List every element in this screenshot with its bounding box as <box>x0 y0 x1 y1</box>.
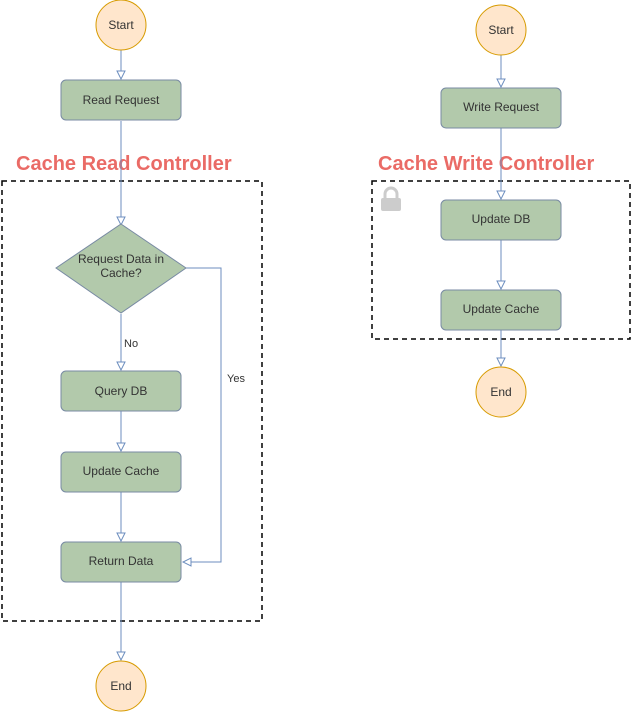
write-update-cache-label: Update Cache <box>463 302 540 316</box>
write-update-cache-node[interactable]: Update Cache <box>440 289 562 331</box>
arrowhead <box>116 442 126 453</box>
yes-branch-label: Yes <box>227 373 245 385</box>
write-edges <box>496 55 506 368</box>
cache-check-decision-node[interactable]: Request Data in Cache? <box>55 223 187 314</box>
write-end-node[interactable]: End <box>475 366 527 418</box>
arrowhead <box>116 70 126 81</box>
lock-icon <box>381 186 401 211</box>
update-db-node[interactable]: Update DB <box>440 199 562 241</box>
arrowhead <box>116 532 126 543</box>
write-request-node[interactable]: Write Request <box>440 87 562 129</box>
arrowhead <box>116 651 126 662</box>
write-controller-title: Cache Write Controller <box>378 153 595 175</box>
query-db-label: Query DB <box>95 384 148 398</box>
read-controller-boundary <box>1 180 263 622</box>
read-request-node[interactable]: Read Request <box>60 79 182 121</box>
write-end-label: End <box>490 385 511 399</box>
arrowhead <box>496 280 506 291</box>
arrowhead <box>496 78 506 89</box>
read-end-node[interactable]: End <box>95 660 147 712</box>
read-update-cache-node[interactable]: Update Cache <box>60 451 182 493</box>
update-db-label: Update DB <box>472 212 531 226</box>
decision-label-line1: Request Data in <box>78 252 164 266</box>
decision-label-line2: Cache? <box>100 266 142 280</box>
read-start-label: Start <box>108 18 134 32</box>
return-data-label: Return Data <box>89 554 154 568</box>
read-update-cache-label: Update Cache <box>83 464 160 478</box>
read-start-node[interactable]: Start <box>95 0 147 51</box>
arrowhead <box>496 357 506 368</box>
write-request-label: Write Request <box>463 100 539 114</box>
return-data-node[interactable]: Return Data <box>60 541 182 583</box>
write-start-node[interactable]: Start <box>475 4 527 56</box>
arrowhead <box>116 361 126 372</box>
edge-decision-yes-to-return-data <box>186 267 222 563</box>
arrowhead <box>181 557 192 567</box>
no-branch-label: No <box>124 338 138 350</box>
write-start-label: Start <box>488 23 514 37</box>
arrowhead <box>116 216 126 227</box>
read-controller-title: Cache Read Controller <box>16 153 232 175</box>
read-edges <box>116 50 222 662</box>
query-db-node[interactable]: Query DB <box>60 370 182 412</box>
arrowhead <box>496 190 506 201</box>
read-request-label: Read Request <box>83 93 160 107</box>
read-end-label: End <box>110 679 131 693</box>
